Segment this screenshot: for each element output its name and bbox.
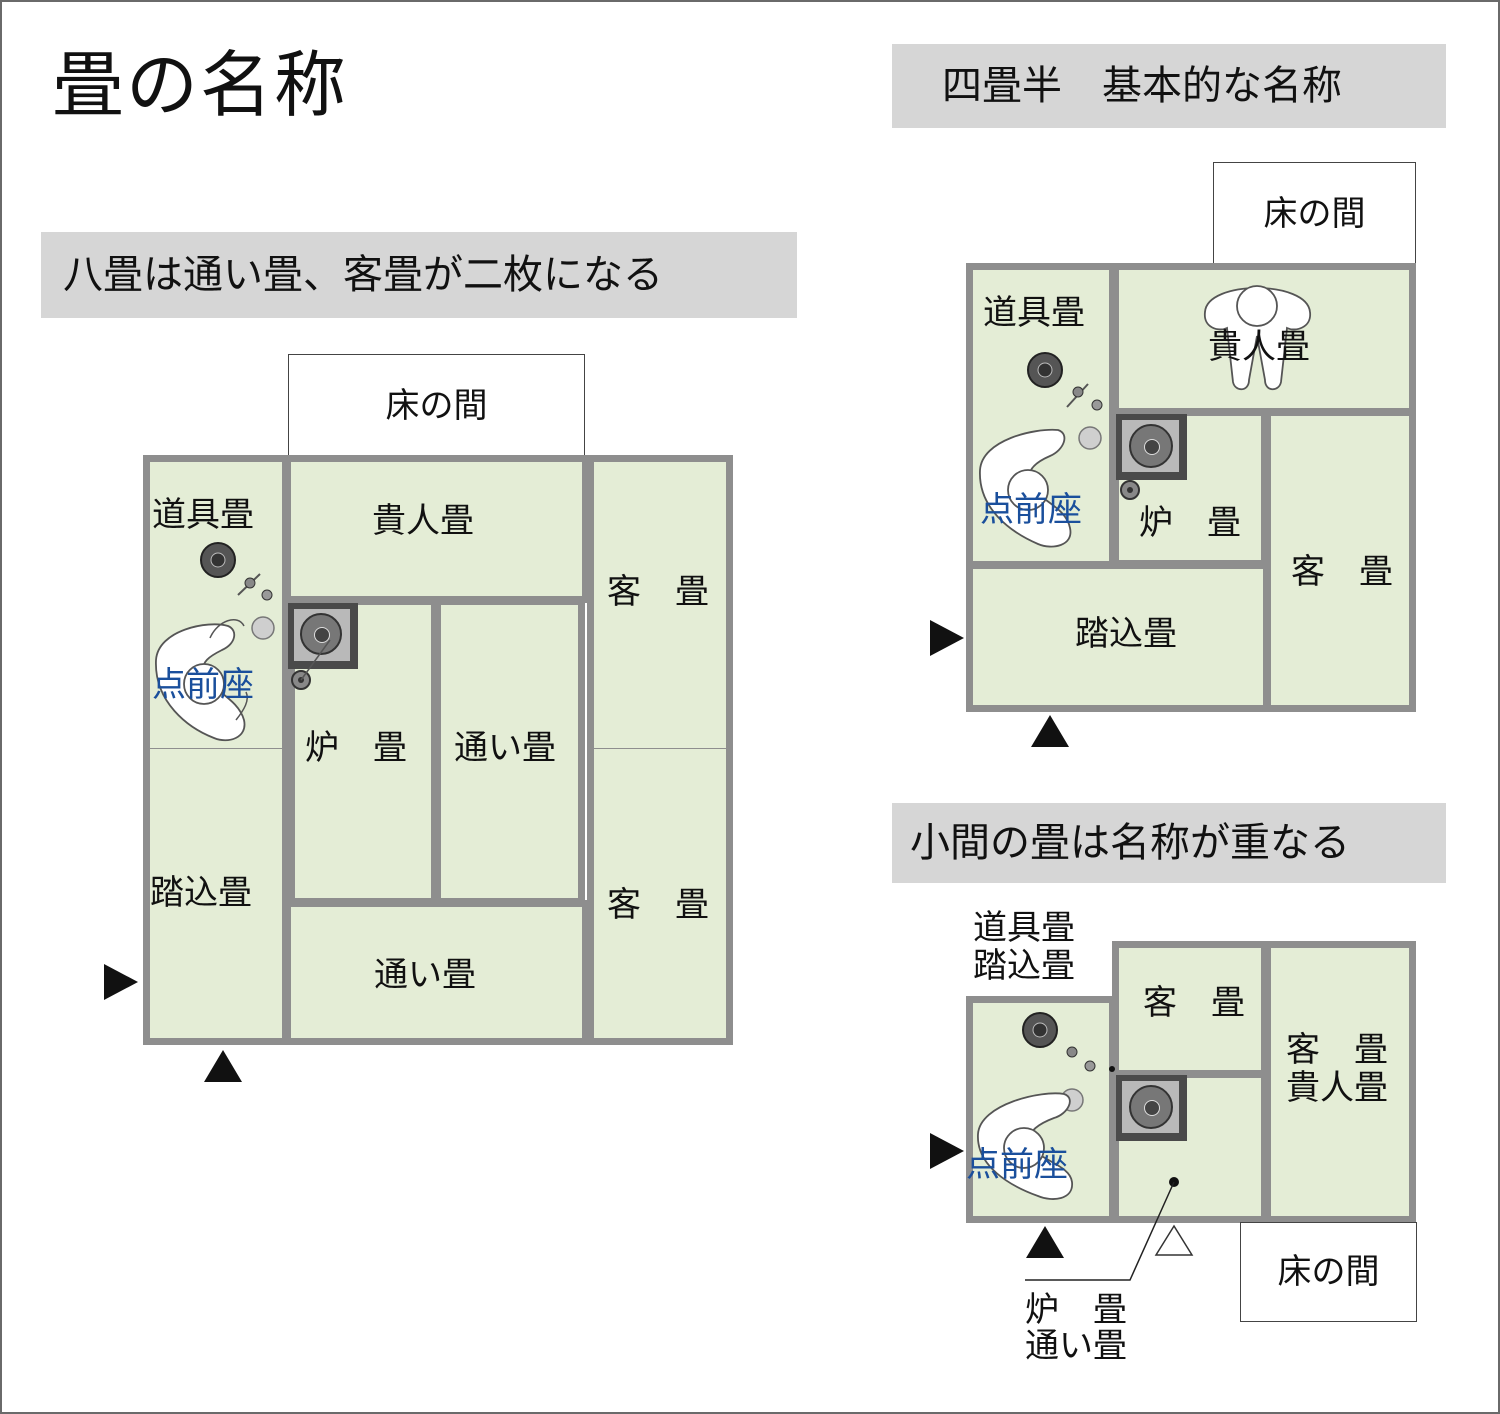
- label-ro: 炉 畳: [305, 728, 407, 768]
- host-figure-icon: [979, 428, 1072, 548]
- label-ro: 炉 畳: [1025, 1290, 1127, 1330]
- label-temaeza: 点前座: [966, 1145, 1068, 1185]
- mat-fumikomi: [966, 562, 1270, 712]
- page-title: 畳の名称: [52, 43, 349, 127]
- label-kinin: 貴人畳: [1286, 1068, 1388, 1108]
- mat-divider: [150, 748, 282, 749]
- yojohan-heading: 四畳半 基本的な名称: [892, 44, 1446, 128]
- label-temaeza: 点前座: [152, 665, 254, 705]
- koma-heading: 小間の畳は名称が重なる: [892, 803, 1446, 883]
- entrance-arrow-icon: [930, 1133, 964, 1169]
- kettle-icon: [1129, 424, 1173, 468]
- entrance-arrow-icon: [1031, 715, 1069, 747]
- mat-kayoi: [434, 598, 585, 905]
- label-dougu: 道具畳: [973, 908, 1075, 948]
- label-kayoi: 通い畳: [1025, 1326, 1127, 1366]
- guest-figure-icon: [1204, 285, 1311, 391]
- mat-divider: [594, 748, 726, 749]
- tokonoma-box: 床の間: [288, 354, 585, 458]
- label-kinin: 貴人畳: [372, 501, 474, 541]
- host-figure-icon: [155, 619, 248, 742]
- label-fumikomi: 踏込畳: [973, 946, 1075, 986]
- tokonoma-label: 床の間: [385, 386, 488, 426]
- hearth: [1116, 1075, 1187, 1141]
- entrance-arrow-icon: [204, 1050, 242, 1082]
- label-kyaku-2: 客 畳: [1286, 1030, 1388, 1070]
- mat-kyaku: [587, 455, 733, 1045]
- label-dougu: 道具畳: [152, 495, 254, 535]
- label-kyaku-1: 客 畳: [607, 572, 709, 612]
- label-kyaku-2: 客 畳: [607, 885, 709, 925]
- label-ro: 炉 畳: [1139, 503, 1241, 543]
- tokonoma-box: 床の間: [1213, 162, 1416, 265]
- label-dougu: 道具畳: [983, 293, 1085, 333]
- mat-kyaku-kinin: [1264, 941, 1416, 1223]
- label-fumikomi: 踏込畳: [1075, 614, 1177, 654]
- hearth: [1116, 414, 1187, 480]
- kettle-icon: [1129, 1085, 1173, 1129]
- mat-kayoi-bottom: [284, 900, 589, 1045]
- entrance-arrow-icon: [1026, 1226, 1064, 1258]
- label-kayoi-2: 通い畳: [374, 955, 476, 995]
- noble-entrance-icon: [1154, 1224, 1194, 1256]
- host-figure-icon: [977, 1092, 1073, 1200]
- entrance-arrow-icon: [930, 620, 964, 656]
- label-kinin: 貴人畳: [1208, 327, 1310, 367]
- label-kyaku: 客 畳: [1143, 983, 1245, 1023]
- entrance-arrow-icon: [104, 964, 138, 1000]
- hearth: [288, 603, 358, 669]
- label-temaeza: 点前座: [980, 490, 1082, 530]
- kettle-icon: [300, 613, 342, 655]
- tokonoma-label: 床の間: [1277, 1252, 1380, 1292]
- label-fumikomi: 踏込畳: [150, 873, 252, 913]
- tokonoma-label: 床の間: [1263, 193, 1366, 234]
- label-kyaku: 客 畳: [1291, 552, 1393, 592]
- label-kayoi-1: 通い畳: [454, 728, 556, 768]
- tokonoma-box: 床の間: [1240, 1222, 1417, 1322]
- mat-kyaku: [1264, 409, 1416, 712]
- eight-mat-heading: 八畳は通い畳、客畳が二枚になる: [41, 232, 797, 318]
